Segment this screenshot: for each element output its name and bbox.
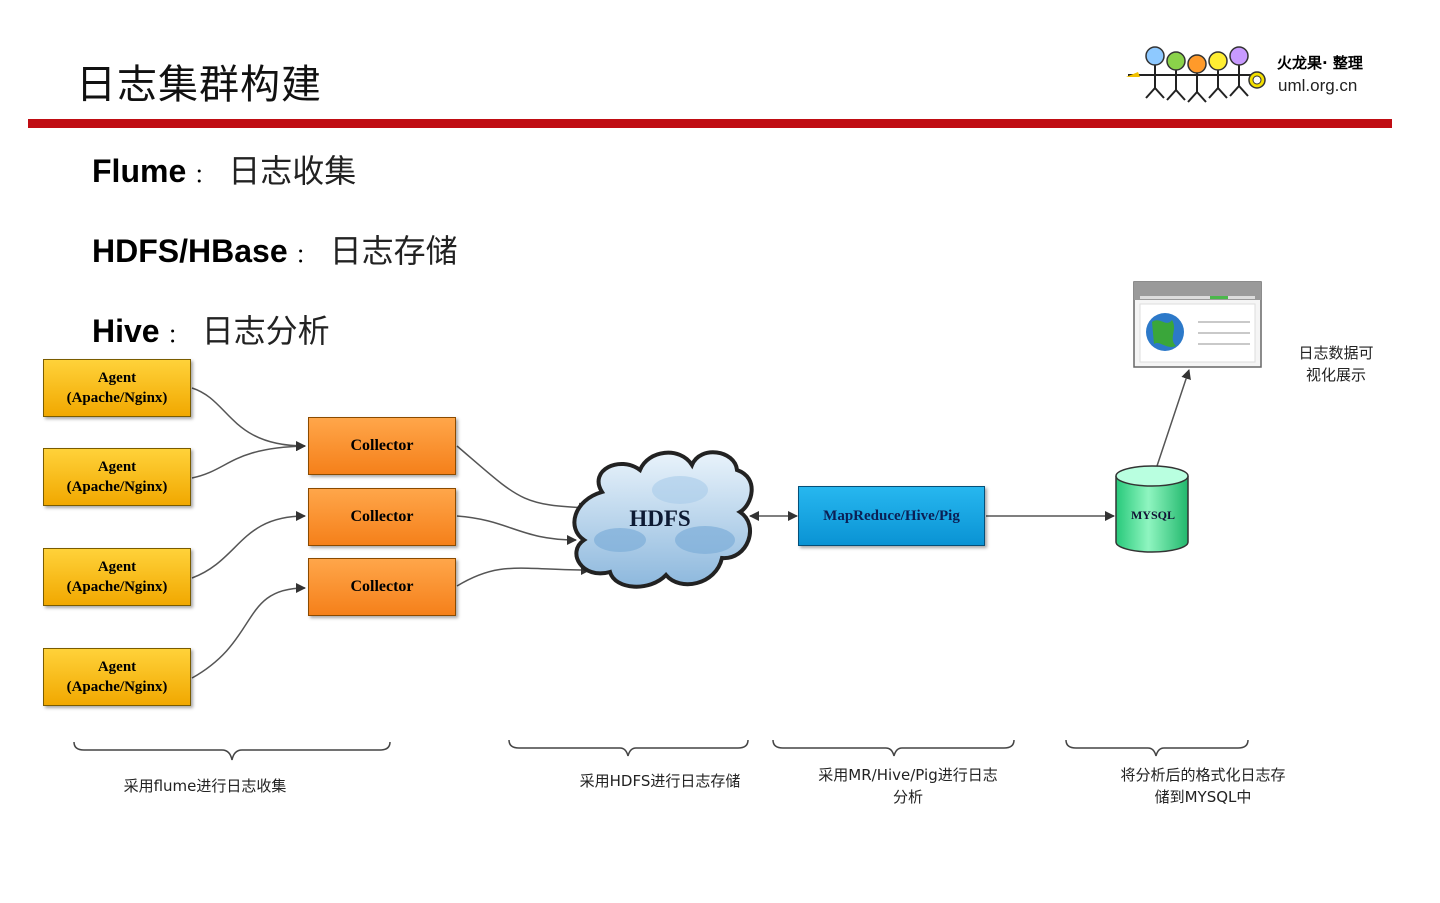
mysql-label: MYSQL	[1130, 508, 1175, 522]
bullet-desc: 日志存储	[329, 232, 458, 270]
bullet-desc: 日志收集	[228, 152, 357, 190]
agent-box: Agent (Apache/Nginx)	[43, 648, 191, 706]
bullet-term: Hive	[92, 313, 160, 349]
agent-label: Agent	[97, 559, 137, 575]
agent-box: Agent (Apache/Nginx)	[43, 548, 191, 606]
agent-sublabel: (Apache/Nginx)	[66, 479, 168, 495]
visualization-label-line2: 视化展示	[1305, 366, 1366, 384]
agent-label: Agent	[97, 659, 137, 675]
title-divider	[28, 119, 1392, 128]
logo-name: 火龙果· 整理	[1277, 54, 1363, 72]
processing-box: MapReduce/Hive/Pig	[798, 486, 985, 546]
caption-line: 采用MR/Hive/Pig进行日志	[818, 766, 998, 784]
logo-url: uml.org.cn	[1278, 76, 1358, 95]
caption-collect: 采用flume进行日志收集	[100, 775, 310, 797]
agent-box: Agent (Apache/Nginx)	[43, 359, 191, 417]
caption-line: 采用flume进行日志收集	[123, 777, 287, 795]
caption-line: 采用HDFS进行日志存储	[579, 772, 741, 790]
logo-stick-figures-icon	[1126, 46, 1266, 103]
bullet-colon: ：	[167, 323, 188, 347]
mysql-database-icon	[1115, 465, 1189, 553]
collector-box: Collector	[308, 488, 456, 546]
caption-store: 采用HDFS进行日志存储	[550, 770, 770, 792]
bullet-term: HDFS/HBase	[92, 233, 288, 269]
hdfs-cloud-icon	[572, 450, 754, 589]
caption-line-2: 分析	[892, 788, 923, 806]
visualization-label: 日志数据可 视化展示	[1288, 342, 1384, 386]
agent-box: Agent (Apache/Nginx)	[43, 448, 191, 506]
collector-box: Collector	[308, 558, 456, 616]
bullet-hdfs: HDFS/HBase ： 日志存储	[92, 226, 458, 272]
agent-sublabel: (Apache/Nginx)	[66, 679, 168, 695]
caption-export: 将分析后的格式化日志存 储到MYSQL中	[1090, 764, 1316, 808]
caption-line: 将分析后的格式化日志存	[1120, 766, 1286, 784]
collector-box: Collector	[308, 417, 456, 475]
bullet-colon: ：	[295, 243, 316, 267]
agent-label: Agent	[97, 459, 137, 475]
visualization-label-line1: 日志数据可	[1298, 344, 1374, 362]
caption-analyze: 采用MR/Hive/Pig进行日志 分析	[790, 764, 1026, 808]
caption-line-2: 储到MYSQL中	[1154, 788, 1252, 806]
caption-braces	[73, 739, 1249, 761]
bullet-hive: Hive ： 日志分析	[92, 306, 330, 352]
bullet-desc: 日志分析	[201, 312, 330, 350]
agent-sublabel: (Apache/Nginx)	[66, 390, 168, 406]
slide-title: 日志集群构建	[76, 62, 322, 108]
hdfs-label: HDFS	[629, 506, 691, 531]
connector-lines	[191, 369, 1191, 679]
browser-window-icon	[1133, 281, 1262, 368]
bullet-colon: ：	[194, 163, 215, 187]
agent-sublabel: (Apache/Nginx)	[66, 579, 168, 595]
agent-label: Agent	[97, 370, 137, 386]
bullet-term: Flume	[92, 153, 187, 189]
bullet-flume: Flume ： 日志收集	[92, 146, 356, 192]
